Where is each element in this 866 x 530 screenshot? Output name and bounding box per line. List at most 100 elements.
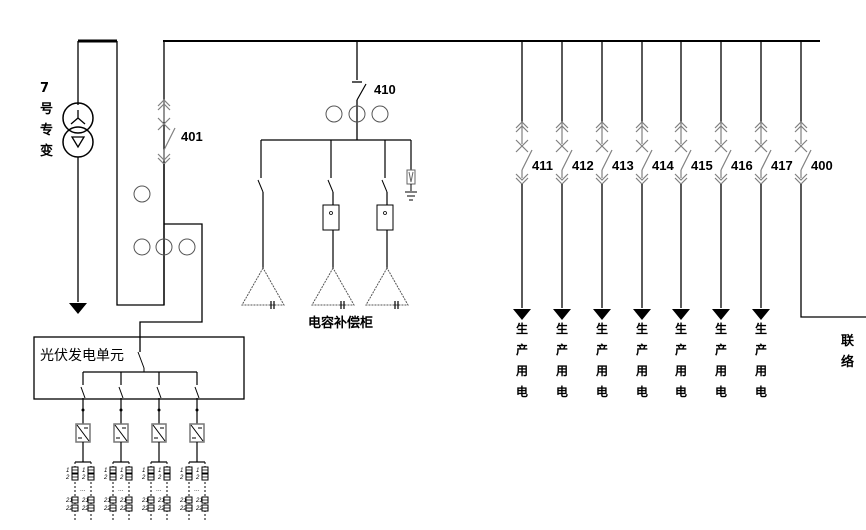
svg-text:1: 1: [158, 468, 161, 474]
ct-icon: [133, 185, 151, 203]
load-label-char: 用: [674, 364, 687, 378]
svg-text:2: 2: [179, 475, 184, 481]
load-label-char: 电: [675, 384, 687, 399]
pv-unit[interactable]: 光伏发电单元: [33, 336, 245, 400]
capacitor-banks: [241, 140, 409, 309]
svg-text:…: …: [194, 487, 200, 493]
load-label-char: 用: [595, 364, 608, 378]
svg-text:…: …: [118, 487, 124, 493]
load-arrow-icon: [712, 309, 730, 320]
load-label-char: 电: [715, 384, 727, 399]
svg-text:络: 络: [841, 354, 854, 370]
breaker-401[interactable]: 401: [157, 99, 203, 165]
svg-text:22: 22: [81, 506, 89, 512]
pv-inverter-branch[interactable]: 122122122122…: [179, 372, 209, 520]
svg-text:21: 21: [141, 498, 149, 504]
svg-text:1: 1: [104, 468, 107, 474]
load-label-char: 产: [596, 342, 608, 357]
load-label-char: 产: [715, 342, 727, 357]
tie-label: 联 络: [841, 334, 854, 370]
feeder-id: 415: [691, 158, 713, 173]
svg-text:2: 2: [81, 475, 86, 481]
svg-text:2: 2: [195, 475, 200, 481]
svg-text:22: 22: [119, 506, 127, 512]
load-arrow-icon: [633, 309, 651, 320]
pv-branches: 122122122122…122122122122…122122122122…1…: [65, 372, 209, 520]
load-label-char: 产: [556, 342, 568, 357]
feeder-id: 411: [532, 158, 553, 173]
svg-text:21: 21: [157, 498, 165, 504]
transformer-secondary-icon: [62, 126, 94, 158]
svg-text:21: 21: [81, 498, 89, 504]
svg-text:410: 410: [374, 82, 396, 97]
load-label-char: 生: [675, 321, 687, 336]
breaker-410[interactable]: 410: [352, 81, 396, 101]
svg-text:21: 21: [195, 498, 203, 504]
load-label-char: 用: [635, 364, 648, 378]
feeder-id: 412: [572, 158, 594, 173]
svg-text:22: 22: [65, 506, 73, 512]
feeders: 411生产用电412生产用电413生产用电414生产用电415生产用电416生产…: [513, 41, 793, 399]
tie-400[interactable]: 400: [794, 41, 866, 318]
svg-text:1: 1: [196, 468, 199, 474]
load-arrow-icon: [752, 309, 770, 320]
load-label-char: 生: [715, 321, 727, 336]
load-arrow-icon: [553, 309, 571, 320]
feeder-id: 417: [771, 158, 793, 173]
load-label-char: 用: [754, 364, 767, 378]
feeder-id: 416: [731, 158, 753, 173]
svg-text:22: 22: [195, 506, 203, 512]
ground-arrow-icon: [69, 303, 87, 314]
svg-text:2: 2: [103, 475, 108, 481]
capacitor-bank[interactable]: [365, 140, 409, 309]
current-transformers-401: [133, 185, 196, 256]
pv-inverter-branch[interactable]: 122122122122…: [103, 372, 133, 520]
svg-text:1: 1: [120, 468, 123, 474]
svg-text:21: 21: [179, 498, 187, 504]
svg-text:401: 401: [181, 129, 203, 144]
feeder-id: 413: [612, 158, 634, 173]
capacitor-bank[interactable]: [311, 140, 355, 309]
load-arrow-icon: [672, 309, 690, 320]
load-arrow-icon: [513, 309, 531, 320]
load-label-char: 生: [596, 321, 608, 336]
transformer-7[interactable]: [62, 41, 94, 314]
delta-capacitor-icon: [241, 266, 285, 306]
capacitor-cabinet-label: 电容补偿柜: [308, 315, 373, 331]
pv-inverter-branch[interactable]: 122122122122…: [65, 372, 95, 520]
load-label-char: 生: [556, 321, 568, 336]
load-label-char: 电: [755, 384, 767, 399]
svg-text:变: 变: [40, 143, 53, 159]
ct-icon: [325, 105, 343, 123]
capacitor-bank[interactable]: [241, 140, 285, 309]
svg-text:光伏发电单元: 光伏发电单元: [40, 348, 124, 364]
load-label-char: 用: [714, 364, 727, 378]
load-label-char: 用: [555, 364, 568, 378]
svg-text:2: 2: [157, 475, 162, 481]
load-label-char: 生: [636, 321, 648, 336]
svg-text:22: 22: [141, 506, 149, 512]
load-label-char: 电: [636, 384, 648, 399]
ct-icon: [178, 238, 196, 256]
load-label-char: 生: [516, 321, 528, 336]
svg-text:21: 21: [103, 498, 111, 504]
load-label-char: 产: [675, 342, 687, 357]
svg-text:号: 号: [40, 102, 53, 117]
connection-line: [116, 41, 165, 306]
load-label-char: 电: [596, 384, 608, 399]
pv-feed-line: [139, 223, 203, 337]
svg-text:…: …: [156, 487, 162, 493]
transformer-primary-icon: [62, 102, 94, 134]
svg-text:21: 21: [65, 498, 73, 504]
ct-icon: [348, 105, 366, 123]
svg-text:2: 2: [119, 475, 124, 481]
pv-inverter-branch[interactable]: 122122122122…: [141, 372, 171, 520]
